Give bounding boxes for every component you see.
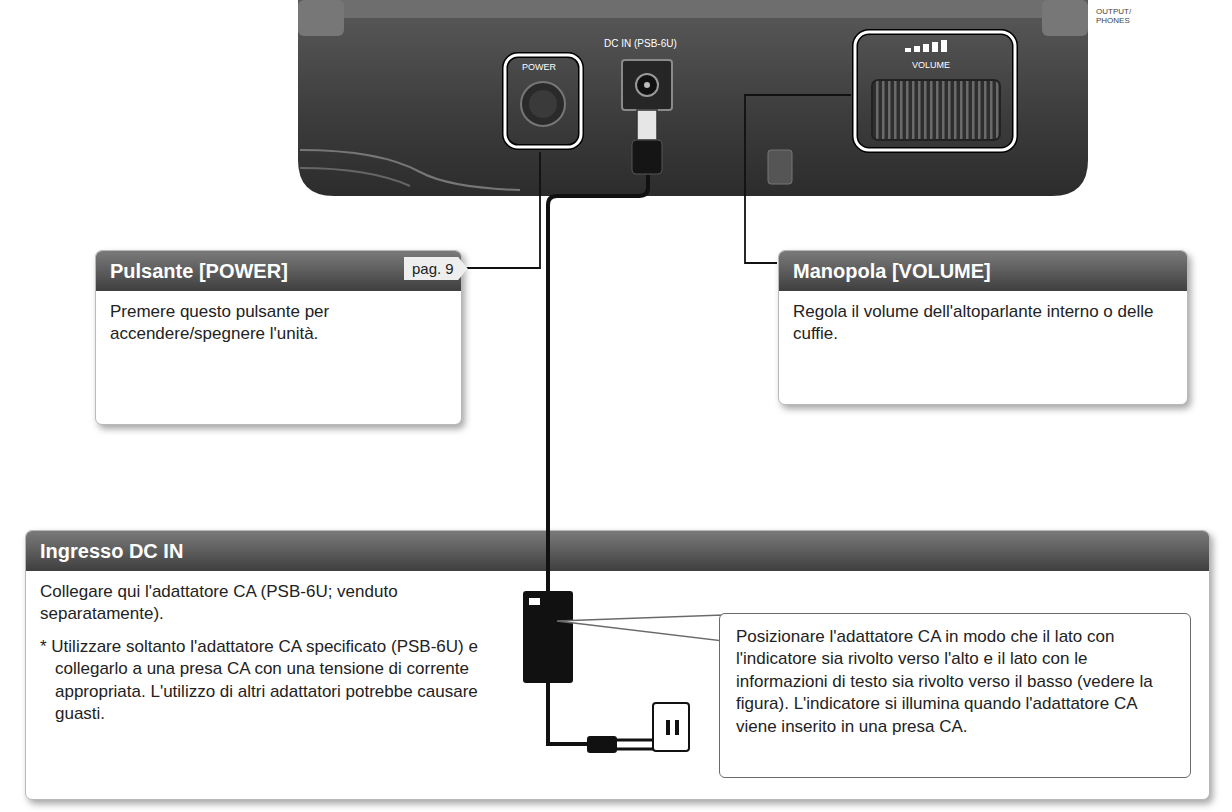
panel-label: VOLUME xyxy=(912,60,950,70)
callout-box: Manopola [VOLUME] Regola il volume dell'a… xyxy=(778,250,1188,405)
panel-label: POWER xyxy=(522,62,556,72)
panel-label: OUTPUT/ PHONES xyxy=(1096,8,1136,26)
header-band xyxy=(26,531,1209,571)
callout-box: Ingresso DC IN Collegare qui l'adattatore… xyxy=(25,530,1210,800)
callout-title: Ingresso DC IN xyxy=(26,531,1209,571)
callout-title: Manopola [VOLUME] xyxy=(779,251,1187,291)
page-ref: pag. 9 xyxy=(404,257,468,280)
note-box: Posizionare l'adattatore CA in modo che … xyxy=(719,613,1191,778)
callout-text: Regola il volume dell'altoparlante inter… xyxy=(793,301,1173,346)
callout-text: Posizionare l'adattatore CA in modo che … xyxy=(736,626,1174,738)
callout-text: * Utilizzare soltanto l'adattatore CA sp… xyxy=(40,636,525,726)
panel-label: DC IN (PSB-6U) xyxy=(604,38,677,49)
callout-text: Collegare qui l'adattatore CA (PSB-6U; v… xyxy=(40,581,510,626)
callout-text: Premere questo pulsante per accendere/sp… xyxy=(110,301,447,346)
